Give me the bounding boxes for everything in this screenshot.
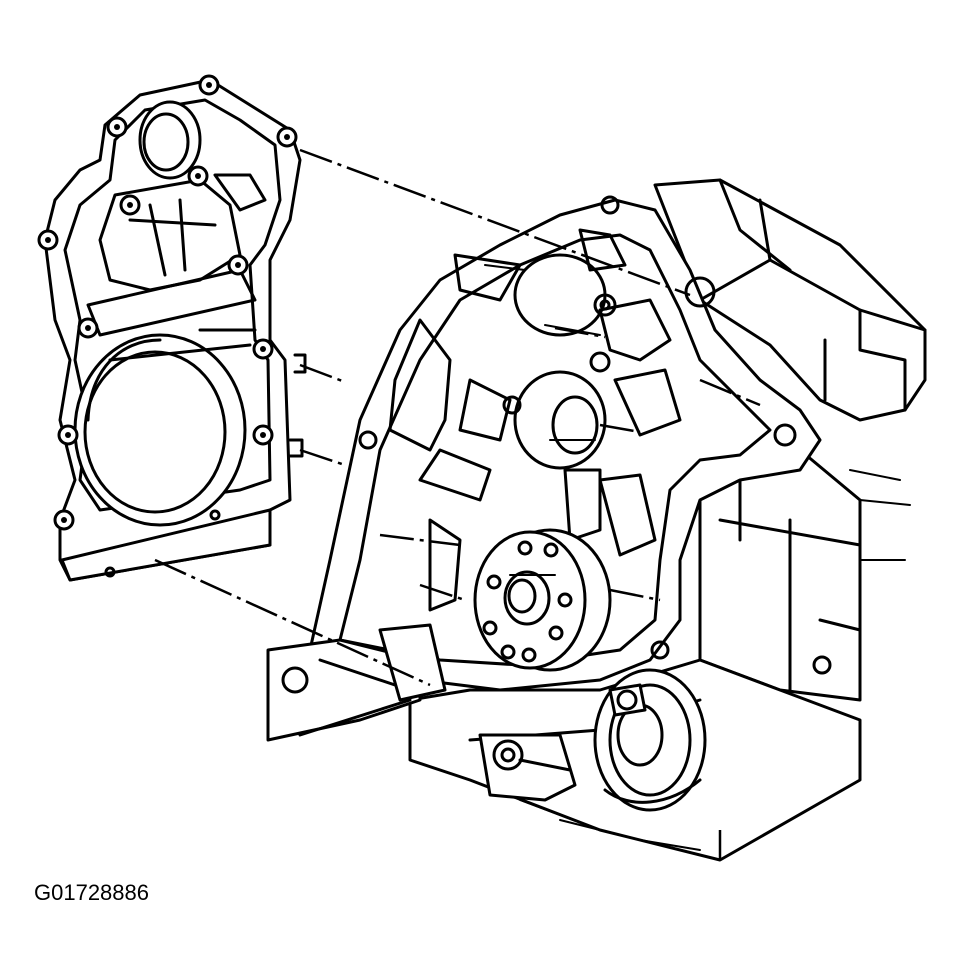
- cover-bolt-boss: [37, 74, 298, 531]
- figure-id-label: G01728886: [34, 880, 149, 905]
- front-cover: [37, 74, 307, 582]
- block-front-face: [266, 195, 822, 742]
- alignment-lines: [154, 148, 761, 860]
- engine-block: [408, 178, 927, 862]
